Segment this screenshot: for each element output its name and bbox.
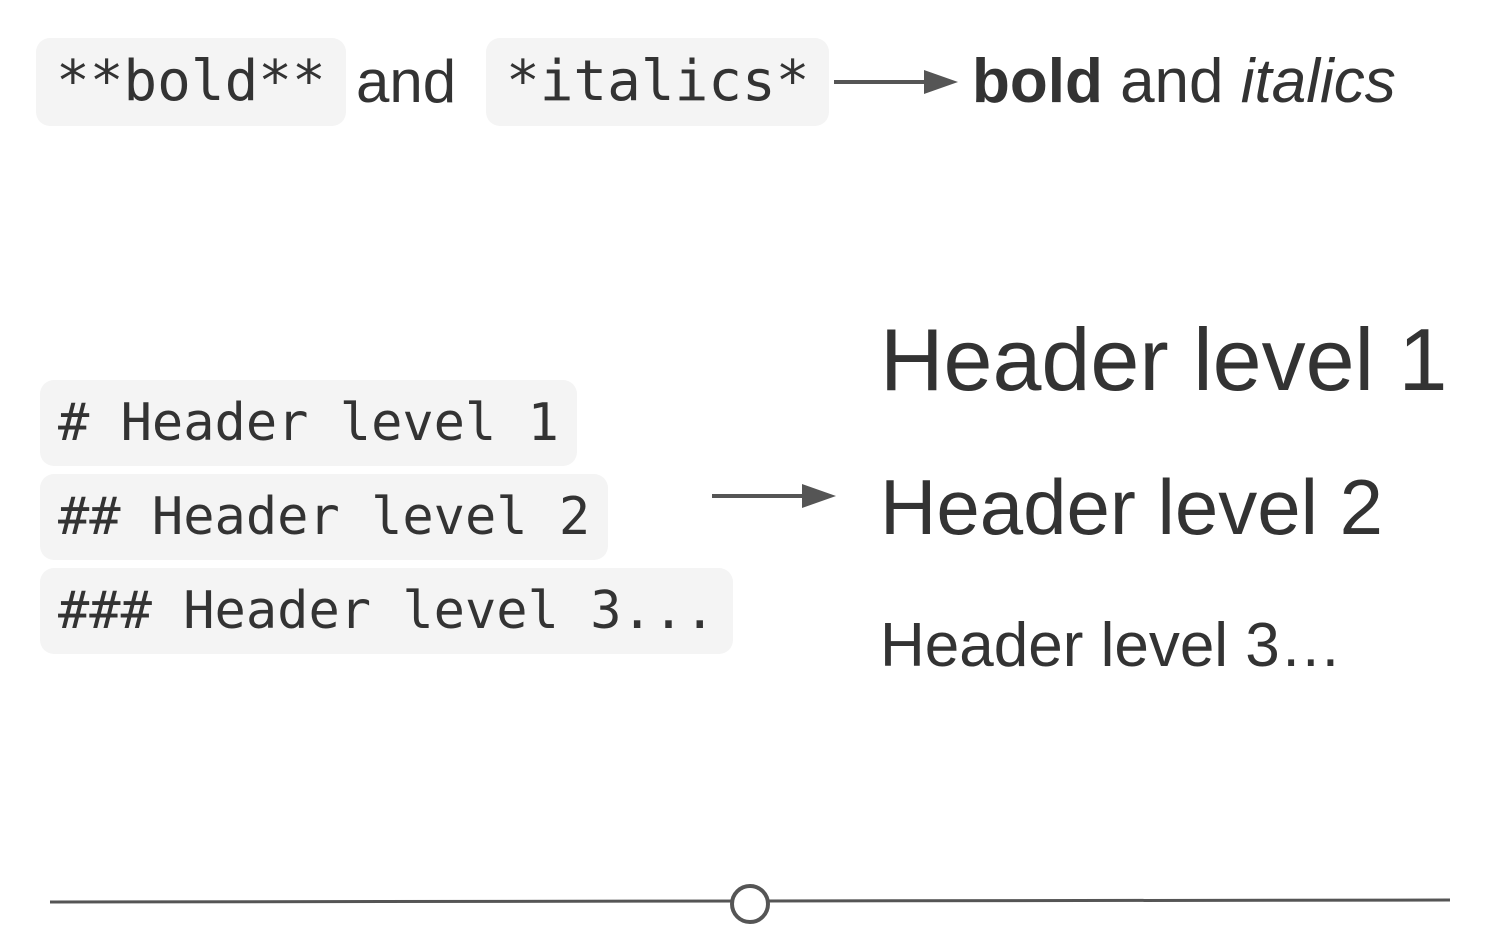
rendered-result: bold and italics — [972, 38, 1396, 126]
joiner-and: and — [356, 48, 457, 115]
divider-line — [49, 884, 1451, 924]
rendered-header-level-3: Header level 3… — [880, 611, 1342, 680]
right-arrow-icon — [834, 70, 958, 94]
code-italics-snippet: *italics* — [486, 38, 830, 126]
circle-icon — [730, 884, 770, 924]
code-bold-snippet: **bold** — [36, 38, 346, 126]
right-arrow-icon — [712, 484, 836, 508]
rendered-and-text: and — [1102, 47, 1241, 116]
rendered-bold-text: bold — [972, 47, 1103, 116]
rendered-header-level-1: Header level 1 — [880, 310, 1448, 409]
rendered-italics-text: italics — [1240, 47, 1396, 116]
code-header-level-2: ## Header level 2 — [40, 474, 609, 560]
code-header-level-1: # Header level 1 — [40, 380, 577, 466]
code-header-level-3: ### Header level 3... — [40, 568, 734, 654]
rendered-header-level-2: Header level 2 — [880, 463, 1383, 551]
